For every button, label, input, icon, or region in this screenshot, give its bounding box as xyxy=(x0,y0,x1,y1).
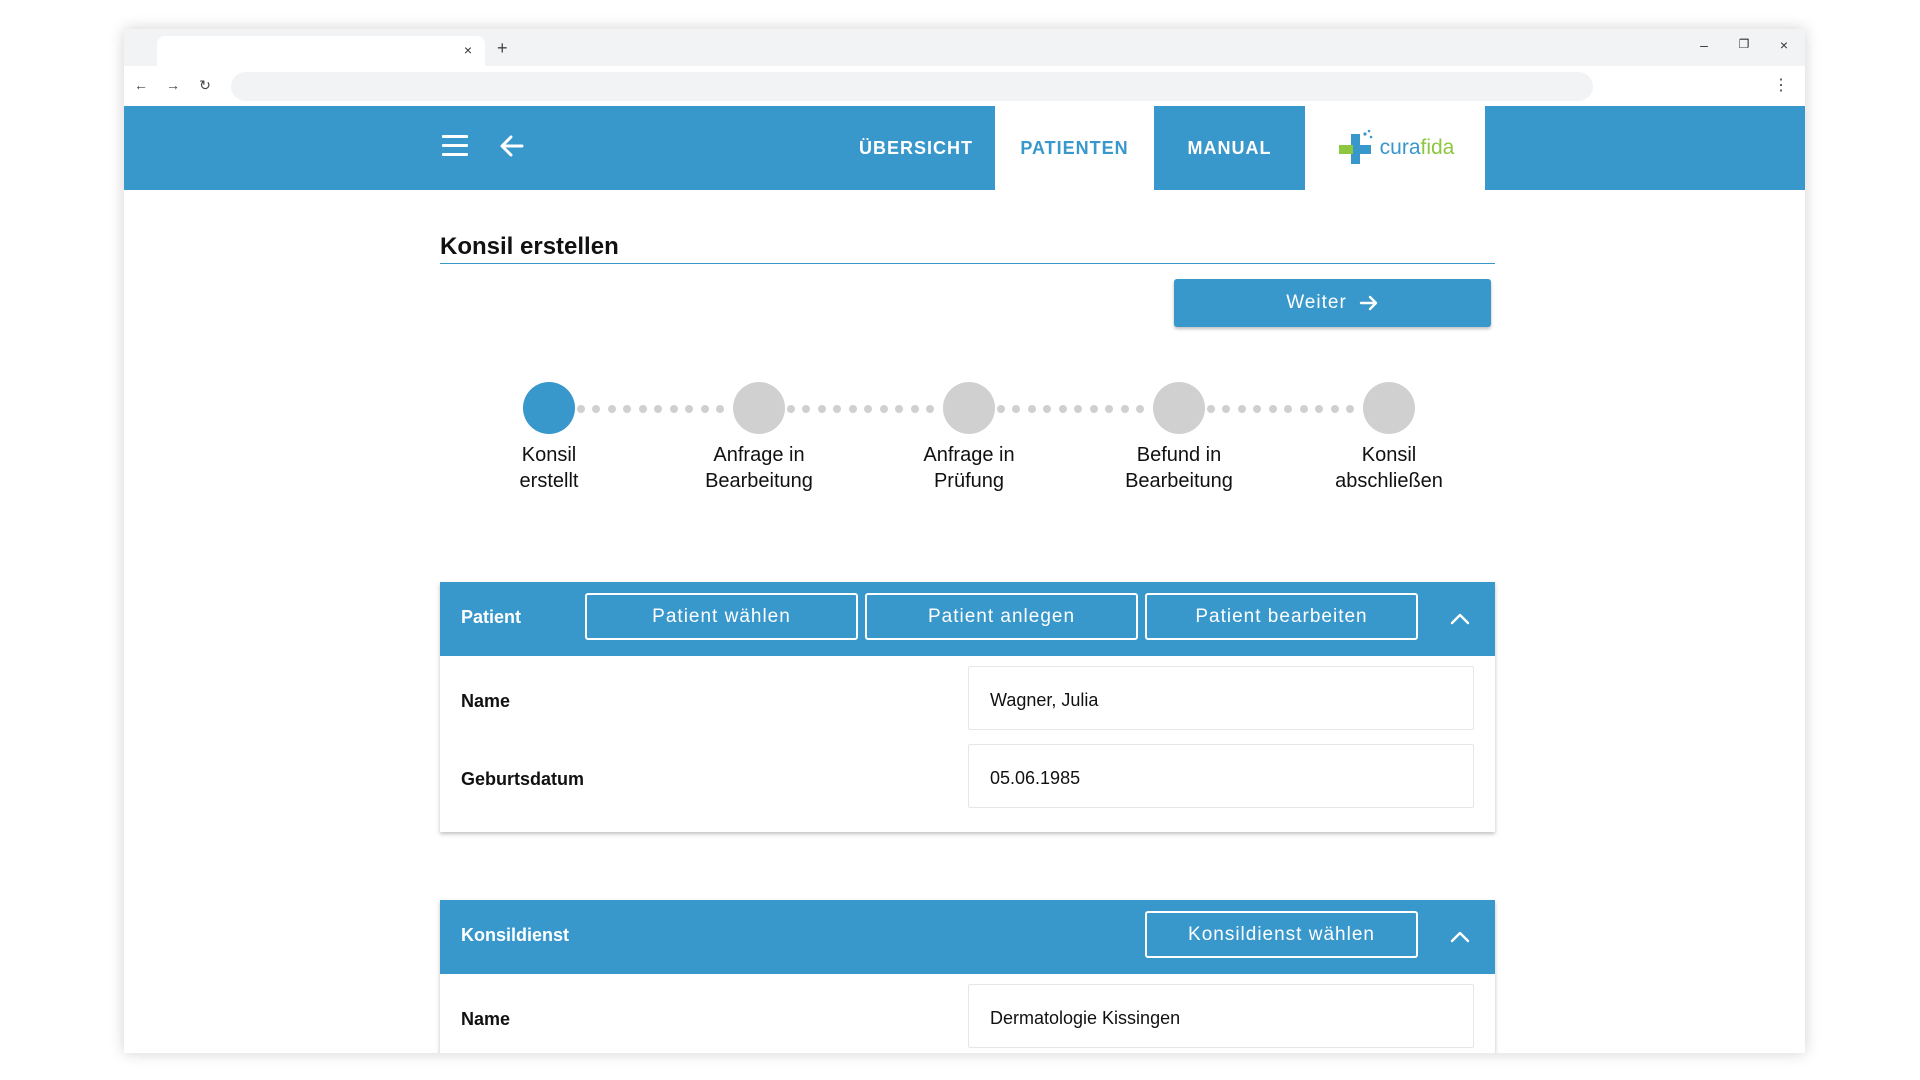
chevron-up-icon[interactable] xyxy=(1449,608,1471,630)
weiter-label: Weiter xyxy=(1286,292,1347,313)
konsildienst-name-field: Dermatologie Kissingen xyxy=(968,984,1474,1048)
menu-icon[interactable] xyxy=(442,135,468,157)
browser-menu-icon[interactable]: ⋮ xyxy=(1773,77,1789,94)
curafida-logo: curafida xyxy=(1305,106,1485,190)
konsildienst-panel-title: Konsildienst xyxy=(461,925,570,945)
patient-birthdate-field: 05.06.1985 xyxy=(968,744,1474,808)
patient-bearbeiten-button[interactable]: Patient bearbeiten xyxy=(1145,593,1418,640)
tab-uebersicht[interactable]: ÜBERSICHT xyxy=(858,137,973,158)
minimize-icon[interactable]: – xyxy=(1700,37,1708,53)
step-connector xyxy=(787,405,934,413)
step-connector xyxy=(1207,405,1354,413)
reload-icon[interactable]: ↻ xyxy=(199,77,211,93)
step-circle xyxy=(1153,382,1205,434)
patient-name-row: Name Wagner, Julia xyxy=(440,656,1495,734)
tab-patienten[interactable]: PATIENTEN xyxy=(995,106,1154,190)
patient-panel-header: Patient Patient wählen Patient anlegen P… xyxy=(440,582,1495,656)
back-arrow-icon[interactable] xyxy=(498,132,526,160)
patient-panel-title: Patient xyxy=(461,607,522,627)
logo-text-cura: cura xyxy=(1379,136,1421,159)
patient-waehlen-button[interactable]: Patient wählen xyxy=(585,593,858,640)
back-icon[interactable]: ← xyxy=(134,77,148,93)
konsildienst-panel: Konsildienst Konsildienst wählen Name De… xyxy=(440,900,1495,1053)
app-header: ÜBERSICHT PATIENTEN MANUAL curafida xyxy=(124,106,1805,190)
field-label: Name xyxy=(461,691,511,711)
title-divider xyxy=(440,263,1495,264)
tab-manual[interactable]: MANUAL xyxy=(1187,137,1272,158)
patient-anlegen-button[interactable]: Patient anlegen xyxy=(865,593,1138,640)
step-connector xyxy=(577,405,724,413)
step-circle xyxy=(733,382,785,434)
patient-birthdate-row: Geburtsdatum 05.06.1985 xyxy=(440,734,1495,812)
konsildienst-name-row: Name Dermatologie Kissingen xyxy=(440,974,1495,1052)
patient-name-field: Wagner, Julia xyxy=(968,666,1474,730)
browser-tab-bar: × + – ❐ × xyxy=(124,29,1805,66)
field-label: Name xyxy=(461,1009,511,1029)
patient-panel: Patient Patient wählen Patient anlegen P… xyxy=(440,582,1495,832)
step-circle xyxy=(1363,382,1415,434)
arrow-right-icon xyxy=(1359,295,1377,311)
window-close-icon[interactable]: × xyxy=(1779,37,1789,53)
logo-text-fida: fida xyxy=(1420,136,1455,159)
new-tab-icon[interactable]: + xyxy=(497,38,508,58)
weiter-button[interactable]: Weiter xyxy=(1174,279,1491,327)
restore-icon[interactable]: ❐ xyxy=(1738,37,1750,51)
chevron-up-icon[interactable] xyxy=(1449,926,1471,948)
step-circle-active xyxy=(523,382,575,434)
logo-cross-icon xyxy=(1338,129,1372,164)
konsildienst-panel-header: Konsildienst Konsildienst wählen xyxy=(440,900,1495,974)
address-bar[interactable] xyxy=(231,72,1593,101)
step-connector xyxy=(997,405,1144,413)
browser-tab[interactable]: × xyxy=(157,36,485,66)
page-title: Konsil erstellen xyxy=(440,233,619,260)
konsildienst-waehlen-button[interactable]: Konsildienst wählen xyxy=(1145,911,1418,958)
browser-window: × + – ❐ × ← → ↻ ⋮ ÜBERSICHT PATIENTEN MA… xyxy=(124,29,1805,1053)
field-label: Geburtsdatum xyxy=(461,769,585,789)
step-circle xyxy=(943,382,995,434)
tab-close-icon[interactable]: × xyxy=(463,42,473,58)
browser-toolbar: ← → ↻ ⋮ xyxy=(124,66,1805,106)
forward-icon[interactable]: → xyxy=(166,77,180,93)
